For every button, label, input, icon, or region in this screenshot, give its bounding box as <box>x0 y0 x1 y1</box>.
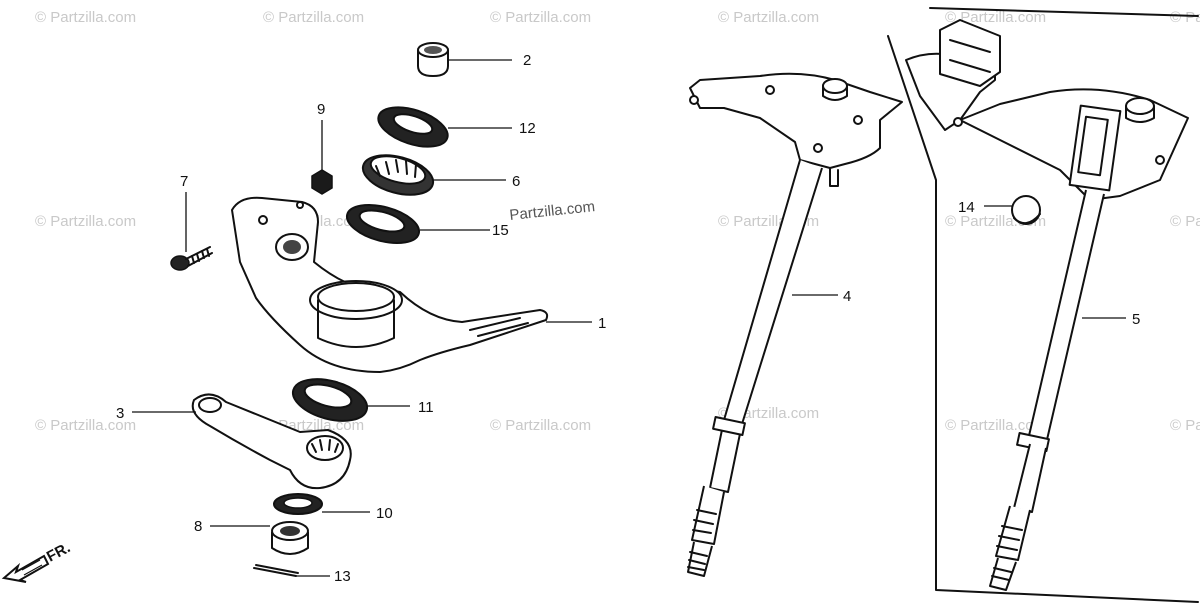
part-8-nut <box>271 521 309 555</box>
callout-1: 1 <box>598 315 606 332</box>
callout-7: 7 <box>180 173 188 190</box>
callout-9: 9 <box>317 101 325 118</box>
callout-6: 6 <box>512 173 520 190</box>
callout-3: 3 <box>116 405 124 422</box>
callout-2: 2 <box>523 52 531 69</box>
watermark: © Partzilla.com <box>35 213 136 230</box>
watermark: © Partzilla.com <box>945 9 1046 26</box>
part-9-nut <box>311 169 333 195</box>
fr-label: FR. <box>44 539 73 565</box>
callout-5: 5 <box>1132 311 1140 328</box>
part-6-bearing <box>361 154 435 196</box>
part-7-bolt <box>170 246 213 271</box>
watermark: © Partzilla.com <box>490 417 591 434</box>
callout-12: 12 <box>519 120 536 137</box>
part-14-cap <box>1011 195 1041 225</box>
part-15-seal <box>345 203 421 245</box>
watermark: © Partzilla.com <box>1170 417 1200 434</box>
watermark: © Partzilla.com <box>35 9 136 26</box>
part-5-shaft-group <box>887 7 1199 603</box>
callout-10: 10 <box>376 505 393 522</box>
part-12-dust-seal <box>377 106 449 148</box>
watermark: © Partzilla.com <box>490 9 591 26</box>
part-3-arm <box>191 393 352 490</box>
callout-14: 14 <box>958 199 975 216</box>
callout-8: 8 <box>194 518 202 535</box>
part-13-cotter-pin <box>253 564 299 577</box>
front-direction-arrow: FR. <box>1 539 73 583</box>
watermark: © Partzilla.com <box>35 417 136 434</box>
callout-13: 13 <box>334 568 351 585</box>
part-4-shaft <box>687 72 903 577</box>
leader-lines <box>132 59 1126 577</box>
callout-4: 4 <box>843 288 851 305</box>
part-11-seal <box>291 378 369 422</box>
part-10-washer <box>273 493 323 515</box>
callout-15: 15 <box>492 222 509 239</box>
watermark: © Partzilla.com <box>1170 9 1200 26</box>
watermark-overlay: Partzilla.com <box>509 198 596 224</box>
part-1-bracket <box>231 196 549 373</box>
watermark: © Partzilla.com <box>945 417 1046 434</box>
callout-11: 11 <box>418 399 434 416</box>
part-2-collar <box>417 42 449 77</box>
callout-labels: 2 12 9 6 7 15 1 11 3 10 8 13 4 14 5 <box>116 52 1140 585</box>
watermark: © Partzilla.com <box>1170 213 1200 230</box>
watermark: © Partzilla.com <box>263 9 364 26</box>
watermark: © Partzilla.com <box>718 9 819 26</box>
